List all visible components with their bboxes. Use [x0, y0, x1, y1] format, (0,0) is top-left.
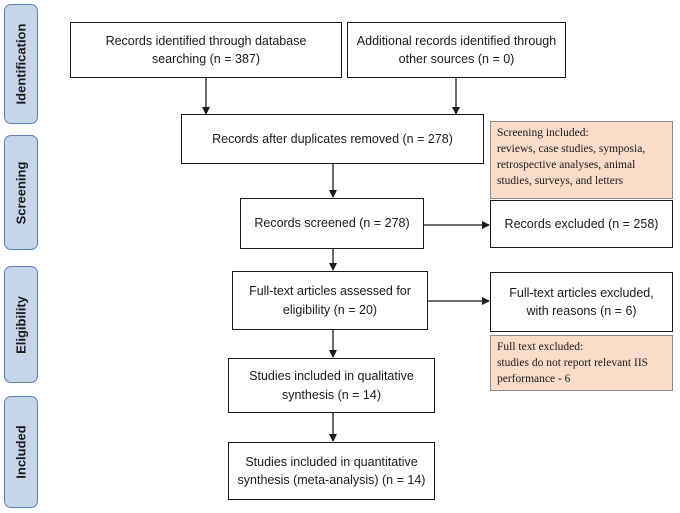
screening-note-line: Screening included:	[497, 127, 589, 139]
screening-note: Screening included: reviews, case studie…	[490, 121, 673, 199]
qualitative-text: Studies included in qualitative synthesi…	[249, 369, 414, 402]
screening-note-line: studies, surveys, and letters	[497, 174, 624, 187]
fulltext-note-line: performance - 6	[497, 372, 571, 385]
fulltext-excluded-box: Full-text articles excluded, with reason…	[490, 272, 673, 332]
quantitative-text: Studies included in quantitative synthes…	[237, 454, 426, 487]
quantitative-box: Studies included in quantitative synthes…	[228, 442, 435, 500]
phase-eligibility: Eligibility	[4, 266, 38, 383]
excluded-text: Records excluded (n = 258)	[504, 216, 659, 231]
excluded-box: Records excluded (n = 258)	[490, 200, 673, 248]
fulltext-excluded-text: Full-text articles excluded, with reason…	[509, 285, 654, 318]
fulltext-assessed-text: Full-text articles assessed for eligibil…	[249, 284, 411, 317]
screened-box: Records screened (n = 278)	[240, 198, 424, 249]
fulltext-note-line: Full text excluded:	[497, 341, 584, 353]
phase-included: Included	[4, 396, 38, 508]
other-sources-box: Additional records identified through ot…	[347, 22, 566, 78]
phase-screening: Screening	[4, 135, 38, 250]
after-duplicates-text: Records after duplicates removed (n = 27…	[212, 131, 453, 146]
phase-identification: Identification	[4, 4, 38, 124]
fulltext-note: Full text excluded: studies do not repor…	[490, 335, 673, 391]
database-search-box: Records identified through database sear…	[70, 22, 342, 78]
other-sources-text: Additional records identified through ot…	[356, 33, 557, 66]
screened-text: Records screened (n = 278)	[254, 216, 410, 231]
screening-note-line: reviews, case studies, symposia,	[497, 142, 646, 155]
qualitative-box: Studies included in qualitative synthesi…	[228, 358, 435, 413]
fulltext-assessed-box: Full-text articles assessed for eligibil…	[232, 271, 428, 330]
database-search-text: Records identified through database sear…	[105, 33, 307, 66]
screening-note-line: retrospective analyses, animal	[497, 158, 636, 171]
after-duplicates-box: Records after duplicates removed (n = 27…	[181, 114, 484, 164]
fulltext-note-line: studies do not report relevant IIS	[497, 356, 649, 369]
